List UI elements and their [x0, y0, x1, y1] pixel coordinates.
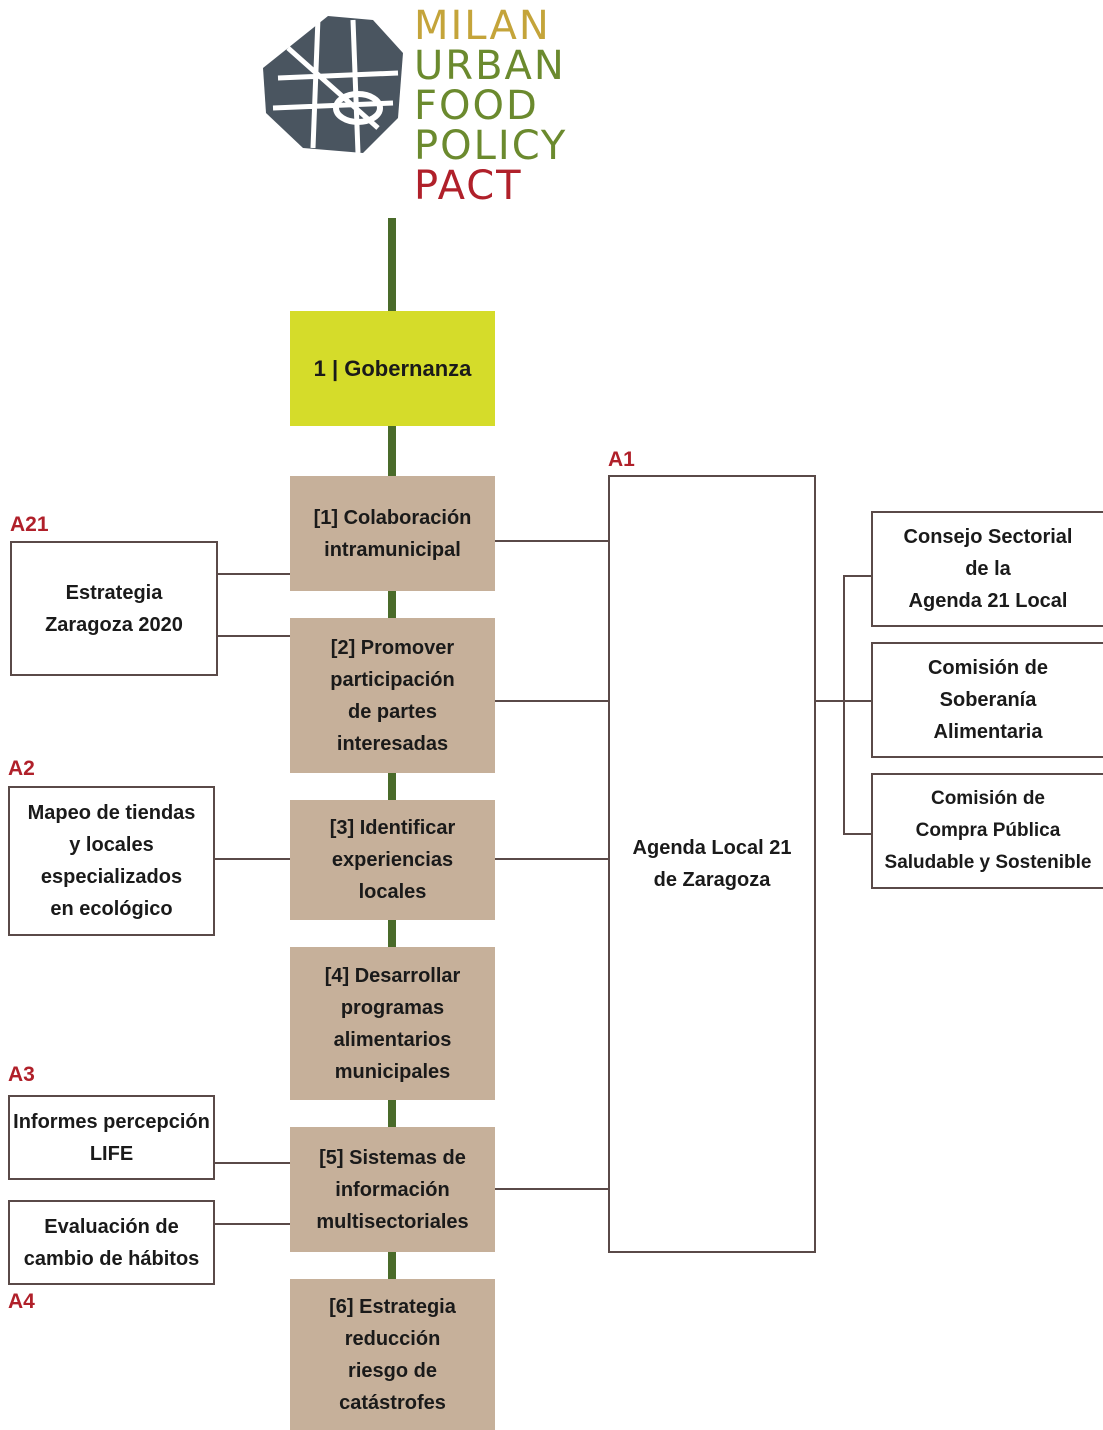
connector-line	[495, 858, 609, 860]
logo-word-urban: URBAN	[414, 43, 566, 89]
agenda-box: Agenda Local 21 de Zaragoza	[608, 475, 816, 1253]
logo-word-milan: MILAN	[414, 3, 551, 49]
action-box-1: [1] Colaboración intramunicipal	[290, 476, 495, 591]
commission-label: Comisión de Soberanía Alimentaria	[927, 657, 1048, 743]
commission-box-2: Comisión de Soberanía Alimentaria	[871, 642, 1103, 758]
agenda-label: Agenda Local 21 de Zaragoza	[632, 837, 792, 891]
connector-line	[843, 700, 872, 702]
left-item-label: Evaluación de cambio de hábitos	[23, 1215, 200, 1270]
commission-label: Consejo Sectorial de la Agenda 21 Local	[903, 526, 1073, 612]
action-box-6: [6] Estrategia reducción riesgo de catás…	[290, 1279, 495, 1430]
action-label: [3] Identificar experiencias locales	[329, 817, 456, 903]
action-label: [5] Sistemas de información multisectori…	[316, 1146, 469, 1233]
connector-line	[214, 858, 290, 860]
action-box-4: [4] Desarrollar programas alimentarios m…	[290, 947, 495, 1100]
connector-line	[495, 540, 609, 542]
commission-label: Comisión de Compra Pública Saludable y S…	[884, 788, 1092, 873]
left-item-box-4: Evaluación de cambio de hábitos	[8, 1200, 215, 1285]
action-label: [4] Desarrollar programas alimentarios m…	[324, 964, 461, 1083]
left-item-box-3: Informes percepción LIFE	[8, 1095, 215, 1180]
action-label: [2] Promover participación de partes int…	[330, 636, 455, 755]
commission-box-1: Consejo Sectorial de la Agenda 21 Local	[871, 511, 1103, 627]
left-item-code: A2	[8, 757, 35, 780]
connector-line	[217, 635, 290, 637]
agenda-code: A1	[608, 448, 635, 471]
connector-line	[214, 1223, 290, 1225]
connector-line	[815, 700, 845, 702]
connector-line	[843, 575, 845, 835]
governance-box: 1 | Gobernanza	[290, 311, 495, 426]
action-label: [6] Estrategia reducción riesgo de catás…	[329, 1295, 456, 1414]
logo-wordmark: MILAN URBAN FOOD POLICY PACT	[414, 6, 567, 206]
connector-line	[217, 573, 290, 575]
connector-line	[843, 575, 872, 577]
connector-line	[214, 1162, 290, 1164]
logo-word-policy: POLICY	[414, 123, 568, 169]
action-box-5: [5] Sistemas de información multisectori…	[290, 1127, 495, 1252]
left-item-code: A21	[10, 513, 49, 536]
action-box-2: [2] Promover participación de partes int…	[290, 618, 495, 773]
left-item-label: Estrategia Zaragoza 2020	[45, 581, 183, 636]
connector-line	[843, 833, 872, 835]
left-item-code: A3	[8, 1063, 35, 1086]
left-item-box-1: Estrategia Zaragoza 2020	[10, 541, 218, 676]
left-item-box-2: Mapeo de tiendas y locales especializado…	[8, 786, 215, 936]
governance-label: 1 | Gobernanza	[313, 355, 472, 381]
logo-word-pact: PACT	[414, 163, 523, 209]
commission-box-3: Comisión de Compra Pública Saludable y S…	[871, 773, 1103, 889]
connector-line	[495, 700, 609, 702]
action-label: [1] Colaboración intramunicipal	[313, 506, 472, 561]
left-item-label: Informes percepción LIFE	[13, 1110, 210, 1165]
milan-pact-map-logo-icon	[263, 16, 403, 154]
action-box-3: [3] Identificar experiencias locales	[290, 800, 495, 920]
left-item-code: A4	[8, 1290, 35, 1313]
left-item-label: Mapeo de tiendas y locales especializado…	[27, 802, 196, 920]
connector-line	[495, 1188, 609, 1190]
logo-word-food: FOOD	[414, 83, 539, 129]
